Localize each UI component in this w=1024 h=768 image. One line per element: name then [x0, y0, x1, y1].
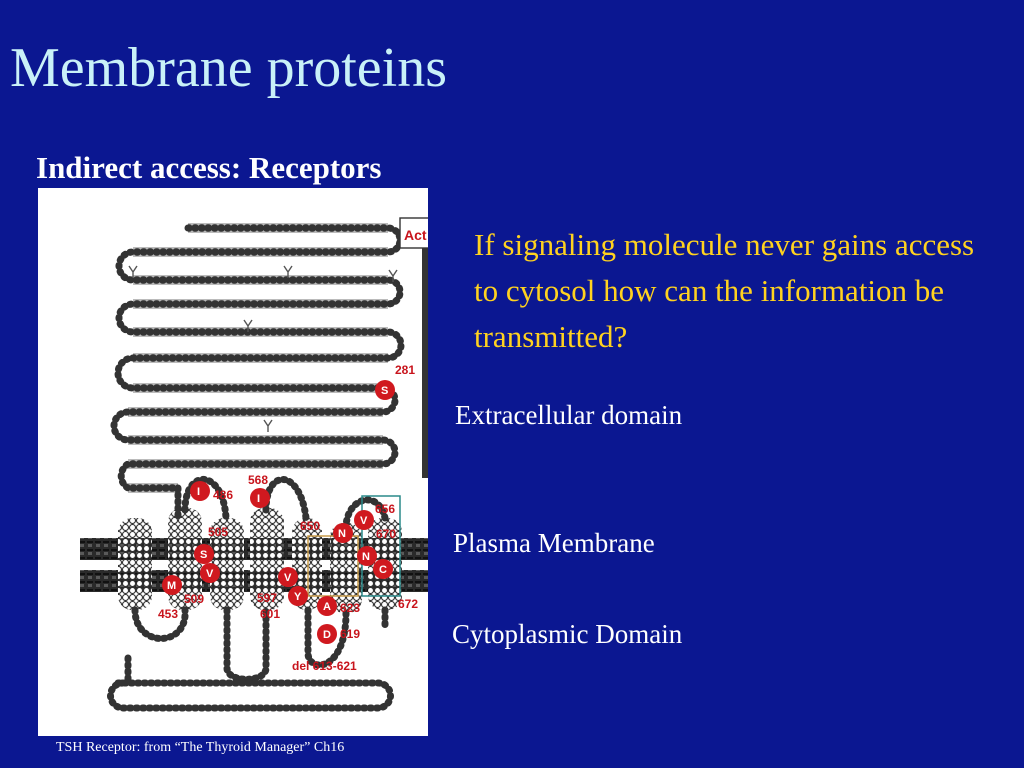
residue-v: V	[200, 563, 220, 583]
question-text: If signaling molecule never gains access…	[474, 227, 975, 354]
svg-text:601: 601	[260, 607, 280, 621]
svg-text:650: 650	[300, 519, 320, 533]
deletion-label: del 613-621	[292, 659, 357, 673]
svg-text:V: V	[360, 515, 368, 527]
residue-i486: I 486	[190, 481, 233, 502]
svg-text:N: N	[338, 528, 346, 540]
svg-text:619: 619	[340, 627, 360, 641]
region-boxes	[307, 495, 401, 597]
plasma-membrane-label: Plasma Membrane	[453, 528, 655, 558]
svg-text:568: 568	[248, 473, 268, 487]
cytoplasmic-domain-label: Cytoplasmic Domain	[452, 619, 683, 649]
svg-text:672: 672	[398, 597, 418, 611]
svg-text:V: V	[284, 572, 292, 584]
glycosylation-marks	[128, 265, 398, 432]
slide-title: Membrane proteins	[10, 37, 447, 99]
svg-text:S: S	[200, 549, 207, 561]
residue-v597: V 597	[257, 567, 298, 605]
residue-c672: C 672	[373, 559, 418, 611]
residue-n670: N 670	[357, 527, 396, 566]
svg-text:I: I	[257, 493, 260, 505]
svg-text:Y: Y	[294, 591, 302, 603]
act-box: Act	[399, 217, 428, 249]
extracellular-chain	[110, 224, 405, 492]
svg-text:M: M	[167, 580, 176, 592]
svg-text:597: 597	[257, 591, 277, 605]
chain-outline	[128, 223, 388, 493]
extracellular-domain-label: Extracellular domain	[455, 400, 683, 430]
svg-text:505: 505	[208, 525, 228, 539]
residue-d619: D 619	[317, 624, 360, 644]
svg-text:V: V	[206, 568, 214, 580]
residue-s281: S 281	[375, 363, 415, 400]
figure-caption: TSH Receptor: from “The Thyroid Manager”…	[56, 740, 345, 755]
svg-text:S: S	[381, 385, 388, 397]
right-edge-bar	[422, 248, 428, 478]
residue-a623: A 623	[317, 596, 360, 616]
svg-text:670: 670	[376, 527, 396, 541]
svg-text:D: D	[323, 629, 331, 641]
svg-text:281: 281	[395, 363, 415, 377]
svg-text:623: 623	[340, 601, 360, 615]
residue-i568: I 568	[248, 473, 270, 508]
svg-text:C: C	[379, 564, 387, 576]
svg-text:486: 486	[213, 488, 233, 502]
svg-text:I: I	[197, 486, 200, 498]
act-label: Act	[404, 227, 427, 243]
residue-m453: M 453	[158, 575, 182, 621]
svg-text:656: 656	[375, 502, 395, 516]
svg-text:N: N	[362, 551, 370, 563]
svg-text:A: A	[323, 601, 331, 613]
residue-y601: Y 601	[260, 586, 308, 621]
slide-subtitle: Indirect access: Receptors	[36, 150, 382, 185]
residue-n650: N 650	[300, 519, 353, 543]
residue-number-509: 509	[184, 592, 204, 606]
residue-v656: V 656	[354, 502, 395, 530]
svg-text:453: 453	[158, 607, 178, 621]
